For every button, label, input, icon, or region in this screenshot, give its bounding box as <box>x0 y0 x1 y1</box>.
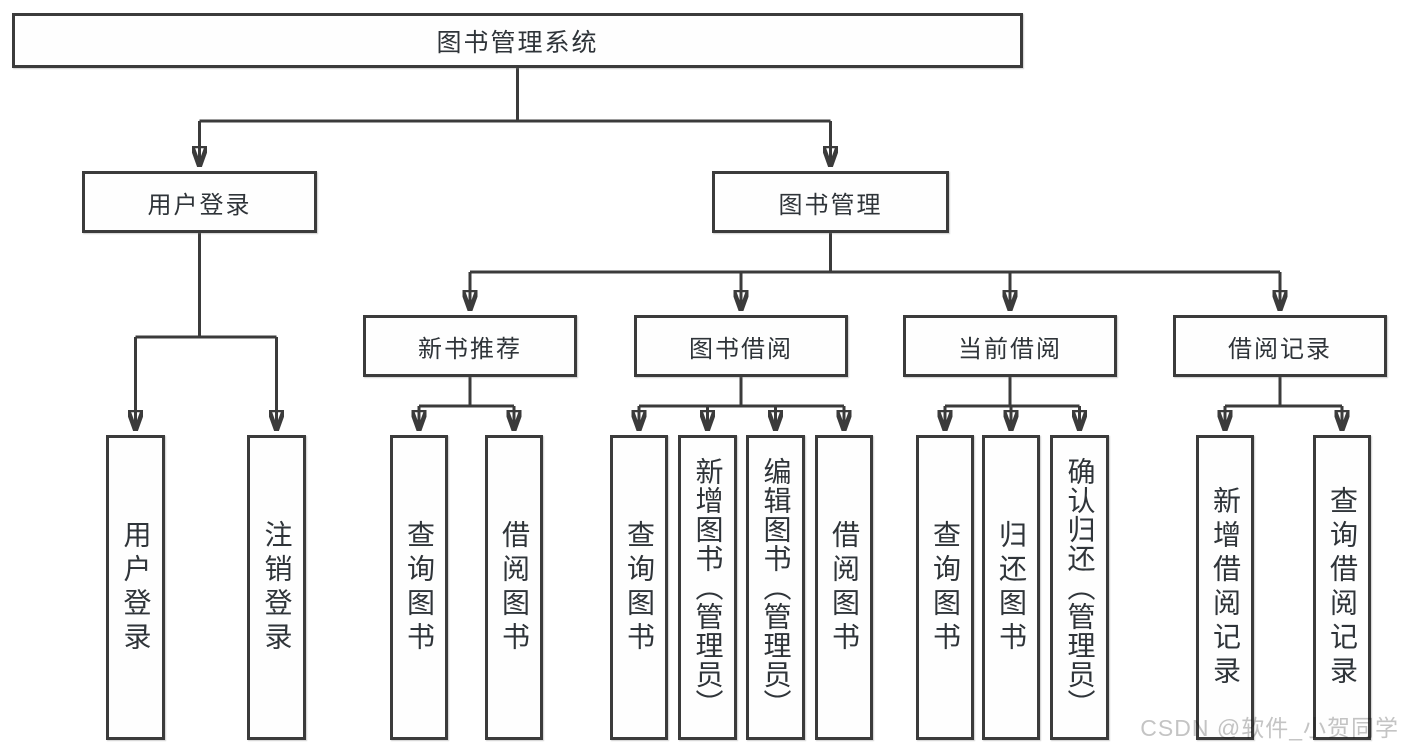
node-label: 新书推荐 <box>418 335 522 363</box>
node-label: 图书借阅 <box>689 335 793 363</box>
node-label: 图书管理 <box>778 191 883 219</box>
node-label: 查询图书 <box>404 519 435 656</box>
node-label: 借阅记录 <box>1228 335 1332 363</box>
node-label: 注销登录 <box>261 519 293 656</box>
node-label: 新增图书（管理员） <box>692 457 724 718</box>
leaf-add-borrow-record: 新增借阅记录 <box>1196 435 1254 740</box>
node-label: 查询借阅记录 <box>1327 485 1358 690</box>
leaf-query-books-1: 查询图书 <box>390 435 448 740</box>
node-book-management: 图书管理 <box>712 171 949 233</box>
node-label: 新增借阅记录 <box>1210 485 1241 690</box>
node-label: 查询图书 <box>624 519 655 656</box>
node-new-book-recommend: 新书推荐 <box>363 315 577 377</box>
csdn-watermark: CSDN @软件_小贺同学 <box>1140 715 1399 741</box>
leaf-borrow-books-1: 借阅图书 <box>485 435 543 740</box>
node-label: 借阅图书 <box>499 519 530 656</box>
node-current-borrow: 当前借阅 <box>903 315 1117 377</box>
leaf-borrow-books-2: 借阅图书 <box>815 435 873 740</box>
node-label: 查询图书 <box>930 519 961 656</box>
leaf-query-borrow-record: 查询借阅记录 <box>1313 435 1371 740</box>
node-label: 归还图书 <box>996 519 1027 656</box>
leaf-return-books: 归还图书 <box>982 435 1040 740</box>
node-label: 用户登录 <box>120 519 152 656</box>
leaf-add-books-admin: 新增图书（管理员） <box>678 435 737 740</box>
node-label: 编辑图书（管理员） <box>760 457 792 718</box>
leaf-logout: 注销登录 <box>247 435 306 740</box>
node-user-login: 用户登录 <box>82 171 317 233</box>
leaf-edit-books-admin: 编辑图书（管理员） <box>746 435 805 740</box>
leaf-query-books-2: 查询图书 <box>610 435 668 740</box>
leaf-user-login: 用户登录 <box>106 435 165 740</box>
leaf-confirm-return-admin: 确认归还（管理员） <box>1050 435 1109 740</box>
node-borrow-records: 借阅记录 <box>1173 315 1387 377</box>
node-label: 确认归还（管理员） <box>1064 457 1096 718</box>
node-book-borrowing: 图书借阅 <box>634 315 848 377</box>
node-label: 当前借阅 <box>958 335 1062 363</box>
node-label: 借阅图书 <box>829 519 860 656</box>
node-library-management-system: 图书管理系统 <box>12 13 1023 68</box>
node-label: 用户登录 <box>147 191 252 219</box>
node-label: 图书管理系统 <box>436 28 599 57</box>
leaf-query-books-3: 查询图书 <box>916 435 974 740</box>
